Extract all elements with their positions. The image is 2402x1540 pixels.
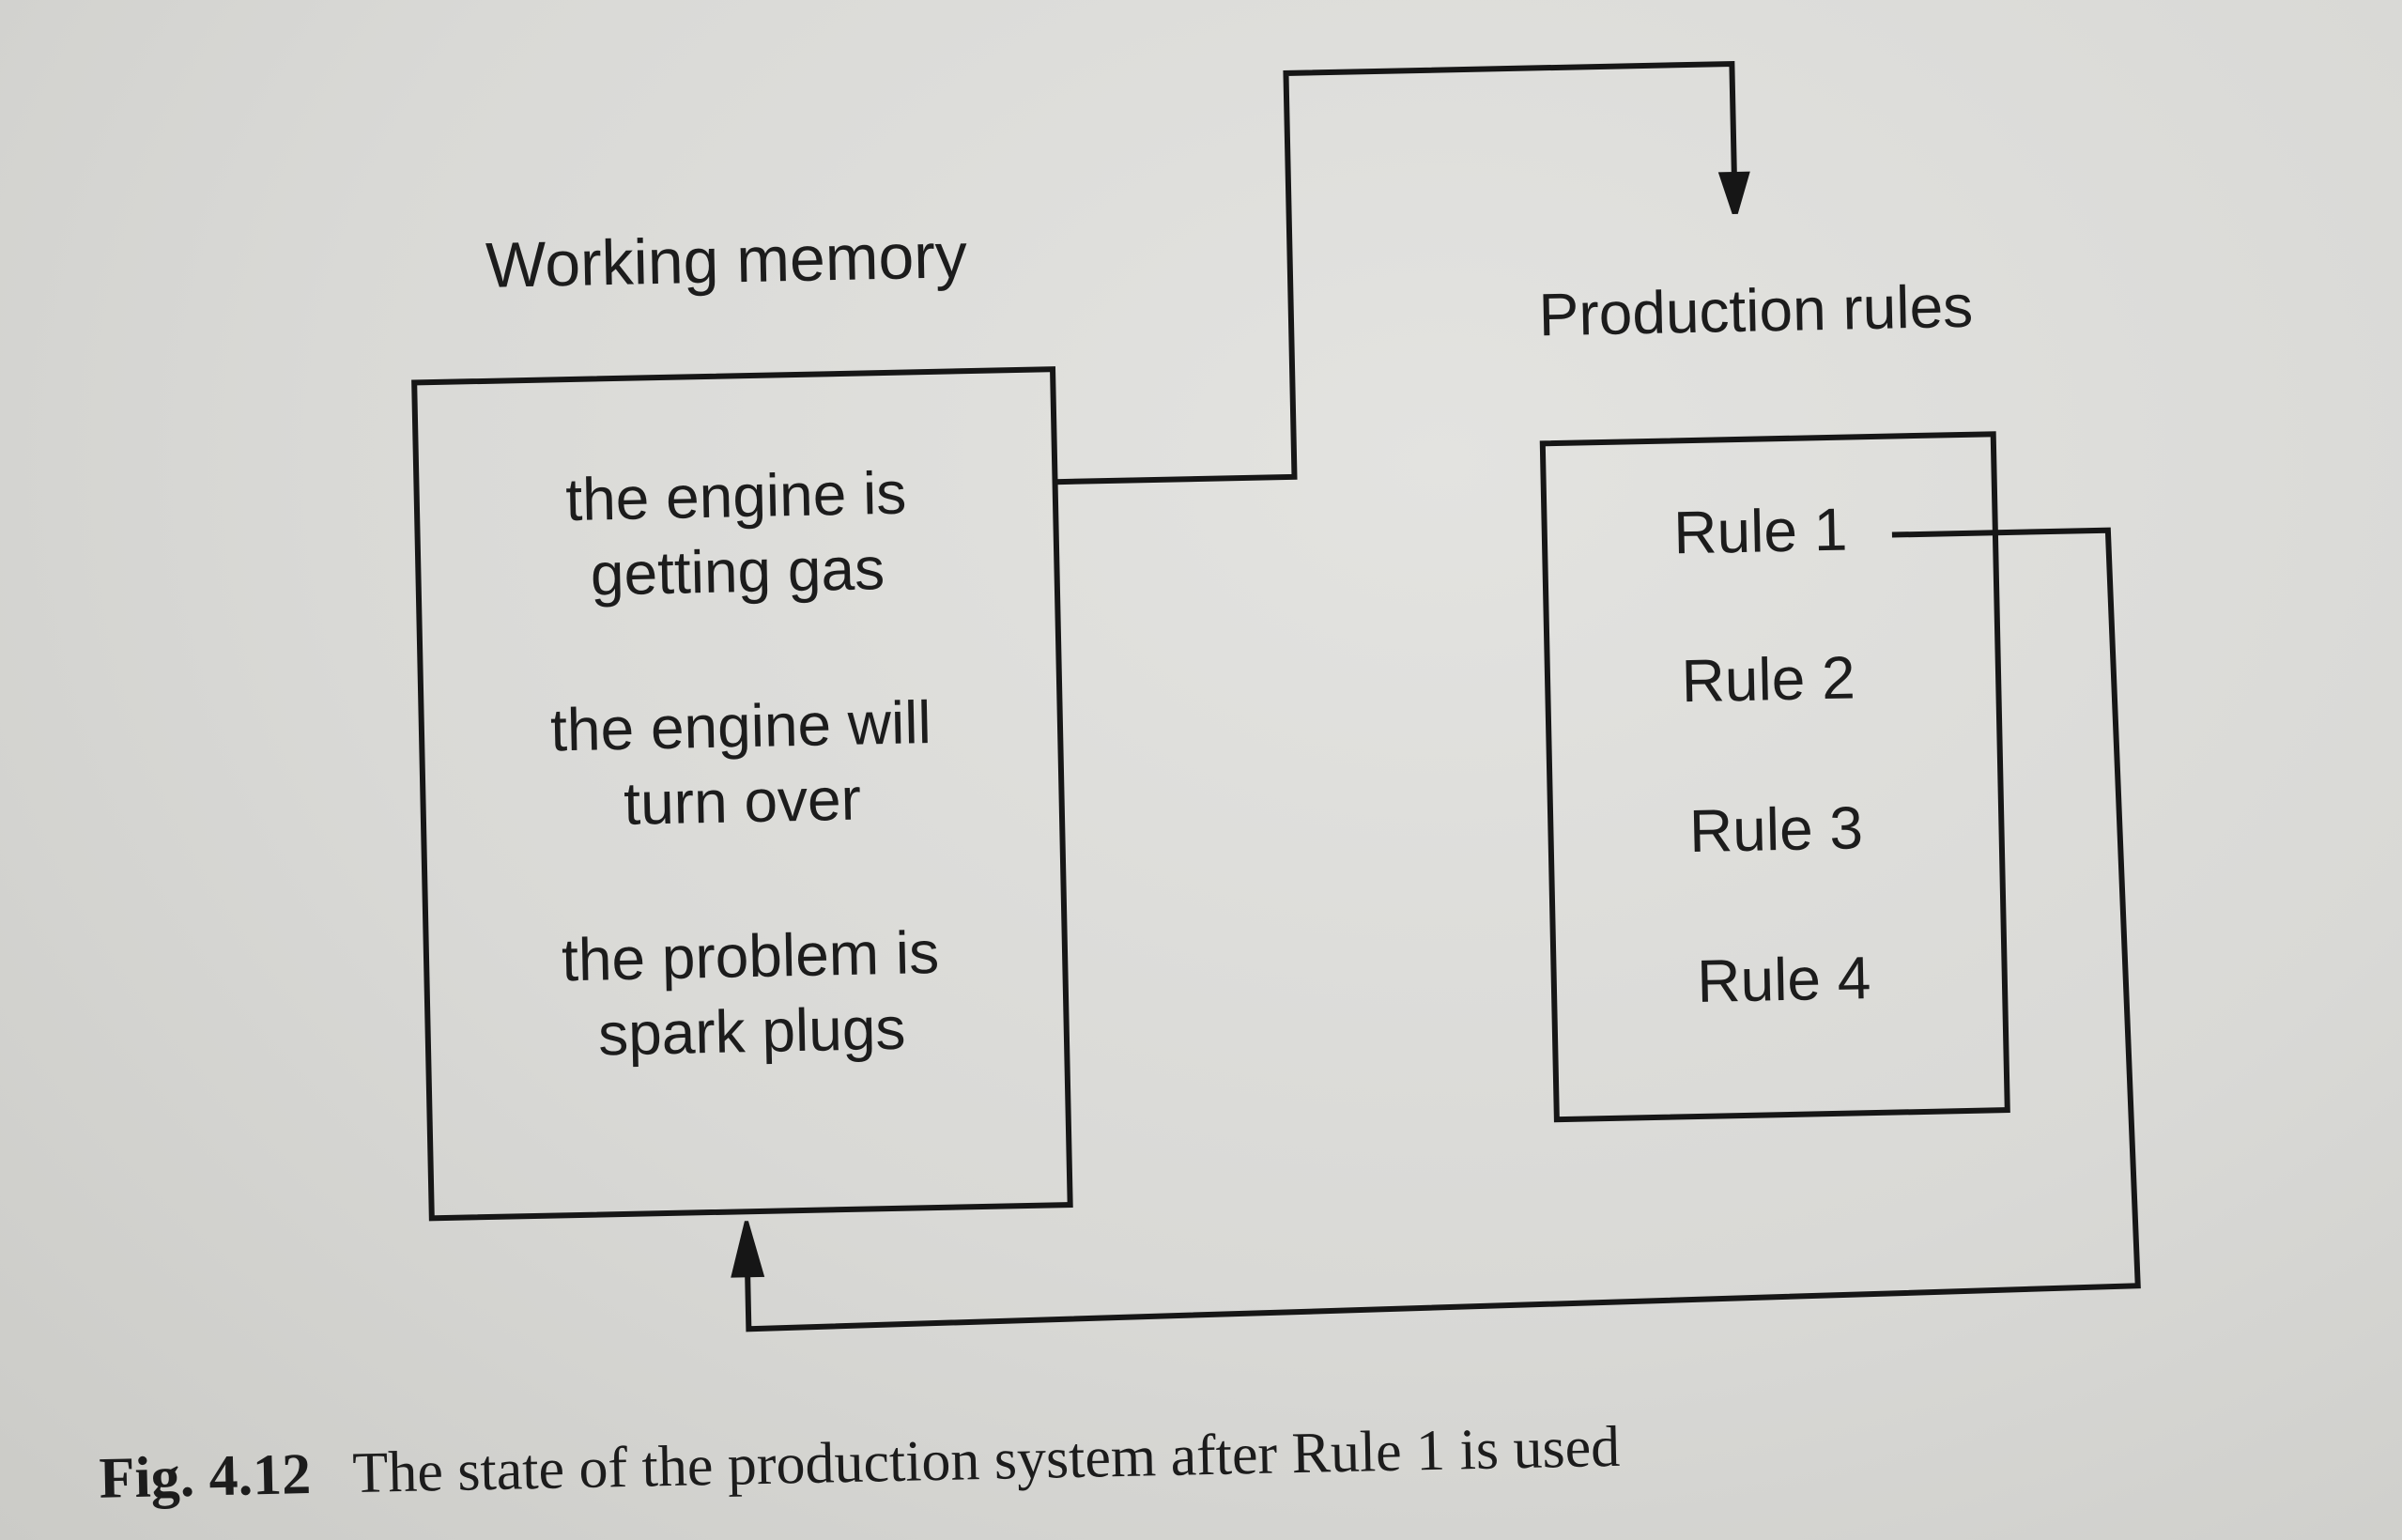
arrow-down-icon (1717, 171, 1750, 215)
fact-2-line-1: the engine will (549, 688, 932, 763)
production-rules-title: Production rules (1538, 272, 1974, 349)
production-rules-box (1539, 431, 2010, 1123)
rule-3: Rule 3 (1688, 793, 1863, 865)
rule-1: Rule 1 (1673, 496, 1848, 567)
figure-caption: Fig. 4.12 The state of the production sy… (99, 1415, 1621, 1511)
arrow-up-icon (731, 1221, 765, 1278)
rule-2: Rule 2 (1681, 643, 1855, 715)
fact-3-line-2: spark plugs (597, 994, 906, 1069)
fact-1-line-2: getting gas (590, 534, 885, 608)
fact-2: the engine will turn over (549, 688, 932, 838)
rule-4: Rule 4 (1697, 944, 1871, 1015)
memory-to-rules-connector (1055, 60, 1738, 485)
working-memory-box (411, 366, 1073, 1222)
figure-caption-text: The state of the production system after… (352, 1415, 1621, 1505)
fact-2-line-2: turn over (624, 765, 862, 838)
fact-1-line-1: the engine is (565, 459, 907, 534)
fact-3-line-1: the problem is (561, 918, 939, 993)
fact-1: the engine is getting gas (565, 459, 907, 608)
working-memory-title: Working memory (485, 220, 967, 301)
rule1-to-memory-connector (744, 527, 2141, 1332)
figure-label: Fig. 4.12 (99, 1442, 312, 1511)
fact-3: the problem is spark plugs (561, 918, 939, 1069)
